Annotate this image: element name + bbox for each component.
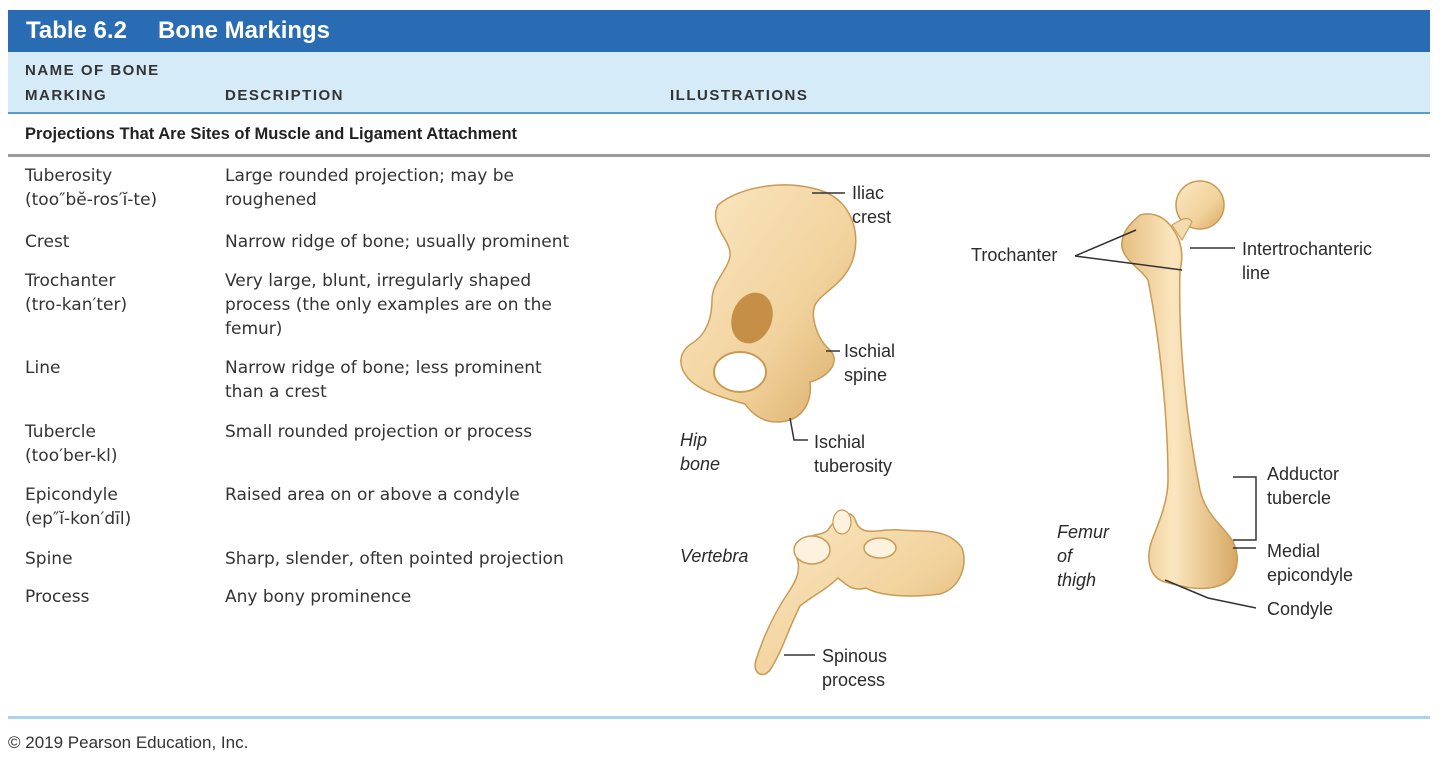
marking-description: Narrow ridge of bone; usually prominent <box>225 232 570 252</box>
caption-femur: Femur <box>1057 522 1110 542</box>
col-header-name-line2: MARKING <box>25 87 108 104</box>
bottom-rule <box>8 716 1430 719</box>
caption-hip-bone-line2: bone <box>680 454 720 474</box>
leader-lines <box>784 192 1257 656</box>
label-medial-epicondyle-line2: epicondyle <box>1267 565 1353 585</box>
marking-description-cont: than a crest <box>225 382 327 402</box>
marking-pronunciation: (ep″ĭ-kon′dīl) <box>25 509 132 529</box>
marking-description: Raised area on or above a condyle <box>225 485 520 505</box>
label-iliac-crest: Iliac <box>852 183 884 203</box>
label-ischial-spine: Ischial <box>844 341 895 361</box>
label-intertrochanteric-line-line2: line <box>1242 263 1270 283</box>
marking-name: Epicondyle <box>25 485 118 505</box>
marking-description-cont: process (the only examples are on the <box>225 295 552 315</box>
marking-name: Tuberosity <box>25 166 113 186</box>
caption-femur-line3: thigh <box>1057 570 1096 590</box>
marking-description: Large rounded projection; may be <box>225 166 514 186</box>
marking-pronunciation: (too′ber-kl) <box>25 446 118 466</box>
femur-illustration <box>1121 180 1238 590</box>
caption-femur-line2: of <box>1057 546 1074 566</box>
label-iliac-crest-line2: crest <box>852 207 891 227</box>
marking-description: Sharp, slender, often pointed projection <box>225 549 564 569</box>
label-spinous-process-line2: process <box>822 670 885 690</box>
col-header-illustrations: ILLUSTRATIONS <box>670 87 809 104</box>
label-medial-epicondyle: Medial <box>1267 541 1320 561</box>
col-header-description: DESCRIPTION <box>225 87 345 104</box>
marking-description-cont: femur) <box>225 319 283 339</box>
marking-description-cont: roughened <box>225 190 317 210</box>
marking-name: Trochanter <box>25 271 116 291</box>
label-trochanter: Trochanter <box>971 245 1057 265</box>
hip-bone-illustration <box>680 184 857 423</box>
marking-name: Process <box>25 587 90 607</box>
marking-name: Tubercle <box>25 422 96 442</box>
label-adductor-tubercle: Adductor <box>1267 464 1339 484</box>
col-header-name-line1: NAME OF BONE <box>25 62 160 79</box>
caption-hip-bone: Hip <box>680 430 707 450</box>
table-title: Bone Markings <box>158 17 331 44</box>
caption-vertebra: Vertebra <box>680 546 748 566</box>
table-number: Table 6.2 <box>26 17 127 44</box>
marking-name: Spine <box>25 549 73 569</box>
section-heading: Projections That Are Sites of Muscle and… <box>25 124 518 143</box>
marking-pronunciation: (tro-kan′ter) <box>25 295 128 315</box>
label-spinous-process: Spinous <box>822 646 887 666</box>
copyright-notice: © 2019 Pearson Education, Inc. <box>8 733 249 752</box>
label-condyle: Condyle <box>1267 599 1333 619</box>
label-ischial-tuberosity: Ischial <box>814 432 865 452</box>
table-title-bar: Table 6.2 Bone Markings <box>8 10 1430 52</box>
label-ischial-tuberosity-line2: tuberosity <box>814 456 892 476</box>
label-adductor-tubercle-line2: tubercle <box>1267 488 1331 508</box>
marking-description: Very large, blunt, irregularly shaped <box>225 271 532 291</box>
section-heading-row: Projections That Are Sites of Muscle and… <box>8 114 1430 157</box>
marking-name: Line <box>25 358 61 378</box>
marking-description: Small rounded projection or process <box>225 422 533 442</box>
marking-description: Any bony prominence <box>225 587 412 607</box>
label-ischial-spine-line2: spine <box>844 365 887 385</box>
column-header-row: NAME OF BONE MARKING DESCRIPTION ILLUSTR… <box>8 52 1430 114</box>
marking-pronunciation: (too″bĕ-ros′ĭ-te) <box>25 190 158 210</box>
marking-name: Crest <box>25 232 70 252</box>
vertebra-illustration <box>754 509 965 676</box>
label-intertrochanteric-line: Intertrochanteric <box>1242 239 1372 259</box>
marking-description: Narrow ridge of bone; less prominent <box>225 358 542 378</box>
